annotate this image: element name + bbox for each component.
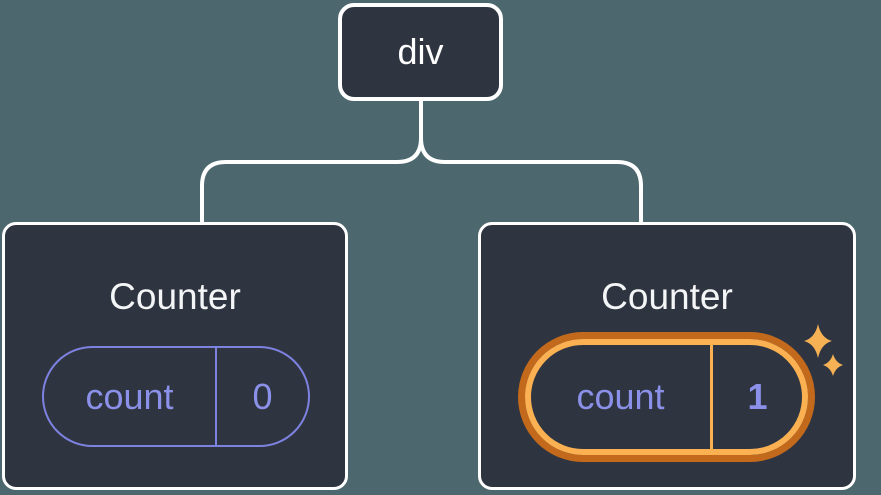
component-title: Counter — [109, 276, 241, 317]
state-pill-highlighted: count 1 — [525, 339, 808, 455]
state-key-label: count — [85, 375, 174, 417]
root-node-div: div — [338, 3, 503, 101]
state-value: 1 — [747, 376, 768, 417]
component-title: Counter — [601, 276, 733, 317]
state-value: 0 — [252, 375, 273, 417]
state-pill: count 0 — [42, 346, 310, 447]
pill-divider — [215, 348, 217, 445]
pill-divider — [710, 345, 713, 449]
sparkle-large — [804, 324, 832, 358]
connector-left-branch — [200, 101, 423, 224]
sparkle-small — [823, 354, 843, 376]
state-key-label: count — [576, 376, 665, 417]
counter-card-right: Counter count 1 — [478, 222, 856, 490]
connector-right-branch — [419, 101, 643, 224]
root-node-label: div — [397, 31, 444, 72]
counter-card-left: Counter count 0 — [2, 222, 348, 490]
